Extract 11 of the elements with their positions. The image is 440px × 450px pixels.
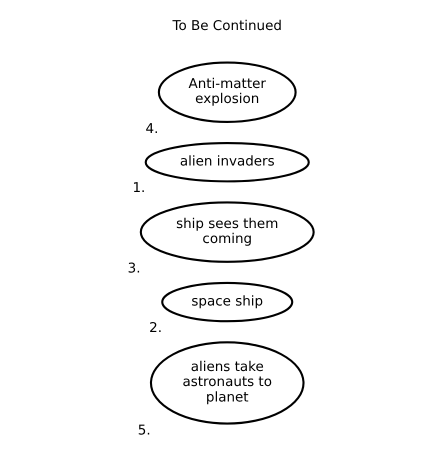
node-label: 4. [145, 120, 158, 137]
node-ellipse: aliens take astronauts to planet [149, 341, 304, 425]
node-ellipse: space ship [160, 282, 293, 322]
label: To Be Continued [172, 18, 282, 34]
node-label: 2. [148, 320, 162, 336]
node-label: 5. [137, 422, 150, 438]
node-label: 3. [127, 260, 140, 277]
node-ellipse: ship sees them coming [139, 201, 314, 263]
node-ellipse: Anti-matter explosion [157, 62, 296, 123]
node-label: 1. [132, 180, 145, 196]
node-ellipse: alien invaders [144, 142, 310, 182]
